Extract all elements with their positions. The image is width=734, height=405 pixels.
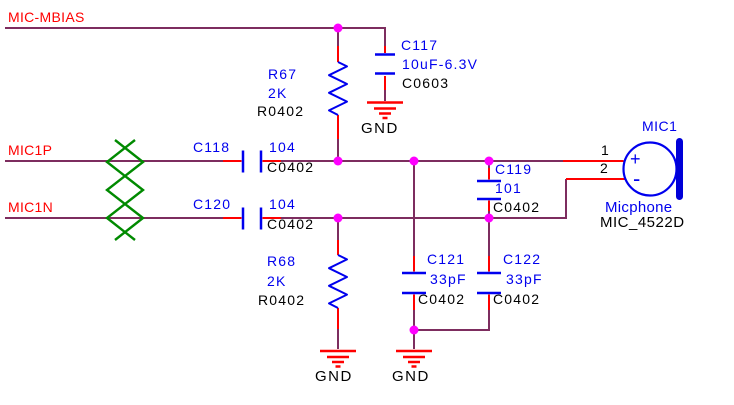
wire-segment bbox=[281, 179, 567, 219]
junction-dot bbox=[409, 156, 419, 166]
diff-pair-zigzag bbox=[105, 139, 145, 241]
wire-mic1n bbox=[5, 179, 567, 256]
c119-value: 101 bbox=[495, 180, 522, 196]
resistor-r67 bbox=[328, 46, 348, 139]
microphone-symbol bbox=[563, 138, 683, 200]
junction-dot bbox=[484, 156, 494, 166]
r67-footprint: R0402 bbox=[257, 103, 305, 119]
ground-symbol-bottom-left bbox=[320, 349, 356, 368]
capacitor-c118 bbox=[223, 150, 281, 173]
c117-footprint: C0603 bbox=[402, 75, 450, 91]
resistor-zigzag bbox=[328, 254, 348, 309]
c120-value: 104 bbox=[269, 196, 296, 212]
wire-mic1p bbox=[5, 139, 563, 256]
capacitor-c121 bbox=[402, 256, 426, 310]
wire-mic-mbias bbox=[5, 27, 386, 46]
junction-dots bbox=[333, 23, 494, 335]
c122-refdes: C122 bbox=[503, 251, 542, 267]
capacitor-c119 bbox=[477, 168, 501, 211]
mic1-pin1-number: 1 bbox=[601, 142, 609, 158]
r68-value: 2K bbox=[267, 273, 287, 289]
c120-refdes: C120 bbox=[193, 196, 232, 212]
r68-refdes: R68 bbox=[267, 253, 297, 269]
c122-value: 33pF bbox=[506, 271, 543, 287]
r68-footprint: R0402 bbox=[258, 292, 306, 308]
r67-value: 2K bbox=[268, 85, 288, 101]
wire-segment bbox=[5, 27, 386, 46]
mic1-part-number: MIC_4522D bbox=[600, 214, 685, 231]
junction-dot bbox=[409, 325, 419, 335]
r67-refdes: R67 bbox=[268, 66, 298, 82]
mic1-plus-sign: + bbox=[630, 149, 641, 169]
junction-dot bbox=[333, 213, 343, 223]
net-label-mic1n: MIC1N bbox=[8, 199, 54, 215]
c118-refdes: C118 bbox=[193, 139, 231, 155]
c117-refdes: C117 bbox=[401, 37, 439, 53]
mic1-minus-sign: - bbox=[633, 166, 641, 191]
c121-footprint: C0402 bbox=[418, 291, 466, 307]
c119-footprint: C0402 bbox=[493, 199, 541, 215]
wire-segment bbox=[414, 310, 490, 331]
c118-value: 104 bbox=[269, 139, 296, 155]
mic1-name: Micphone bbox=[605, 199, 673, 216]
junction-dot bbox=[333, 23, 343, 33]
c119-refdes: C119 bbox=[495, 161, 533, 177]
junction-dot bbox=[333, 156, 343, 166]
gnd-label-bottom-left: GND bbox=[315, 368, 353, 385]
c122-footprint: C0402 bbox=[493, 291, 541, 307]
capacitor-c122 bbox=[477, 256, 501, 310]
c120-footprint: C0402 bbox=[267, 216, 315, 232]
ground-symbol-bottom-right bbox=[396, 349, 432, 368]
gnd-label-bottom-right: GND bbox=[392, 368, 430, 385]
c118-footprint: C0402 bbox=[267, 159, 315, 175]
gnd-label-top: GND bbox=[361, 120, 399, 137]
c117-value: 10uF-6.3V bbox=[402, 56, 479, 72]
capacitor-c117 bbox=[375, 46, 395, 90]
net-label-mic-mbias: MIC-MBIAS bbox=[8, 9, 85, 25]
mic1-pin2-number: 2 bbox=[600, 160, 608, 176]
junction-dot bbox=[484, 213, 494, 223]
resistor-r68 bbox=[328, 240, 348, 329]
c121-refdes: C121 bbox=[427, 251, 466, 267]
resistor-zigzag bbox=[328, 61, 348, 116]
ground-symbol-top bbox=[367, 101, 403, 120]
net-label-mic1p: MIC1P bbox=[8, 142, 53, 158]
c121-value: 33pF bbox=[430, 271, 467, 287]
mic1-refdes: MIC1 bbox=[642, 118, 678, 134]
diff-pair-marker bbox=[105, 139, 145, 241]
diff-pair-zigzag bbox=[105, 139, 145, 241]
capacitor-c120 bbox=[223, 207, 281, 230]
